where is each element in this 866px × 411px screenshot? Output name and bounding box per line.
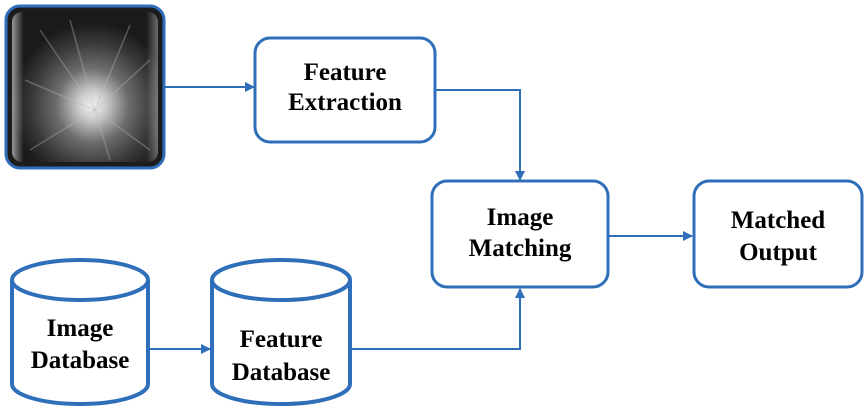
image-matching-label-line2: Matching [469, 235, 572, 262]
image-matching-box [430, 179, 610, 289]
feature-extraction-label-line1: Feature [304, 59, 387, 86]
matched-output-label-line2: Output [739, 239, 817, 266]
image-database-node: Image Database [10, 258, 150, 406]
matched-output-node: Matched Output [692, 179, 864, 289]
matched-output-box [692, 179, 864, 289]
image-database-label-line2: Database [31, 347, 130, 374]
image-database-label-line1: Image [47, 315, 114, 342]
feature-database-cylinder-body [210, 280, 352, 406]
feature-database-label-line1: Feature [240, 326, 323, 353]
feature-extraction-label-line2: Extraction [288, 89, 402, 116]
image-database-cylinder-top [10, 258, 150, 302]
feature-database-label-line2: Database [232, 359, 331, 386]
arrow-feature-extraction-to-image-matching [435, 89, 525, 181]
arrow-feature-database-to-image-matching [350, 288, 525, 350]
feature-database-node: Feature Database [210, 258, 352, 406]
image-matching-node: Image Matching [430, 179, 610, 289]
image-database-cylinder-body [10, 280, 150, 406]
feature-extraction-node: Feature Extraction [253, 36, 437, 144]
input-image [4, 4, 166, 170]
connectors [148, 82, 693, 354]
matched-output-label-line1: Matched [731, 207, 826, 234]
feature-database-cylinder-top [210, 258, 352, 302]
image-matching-label-line1: Image [487, 204, 554, 231]
